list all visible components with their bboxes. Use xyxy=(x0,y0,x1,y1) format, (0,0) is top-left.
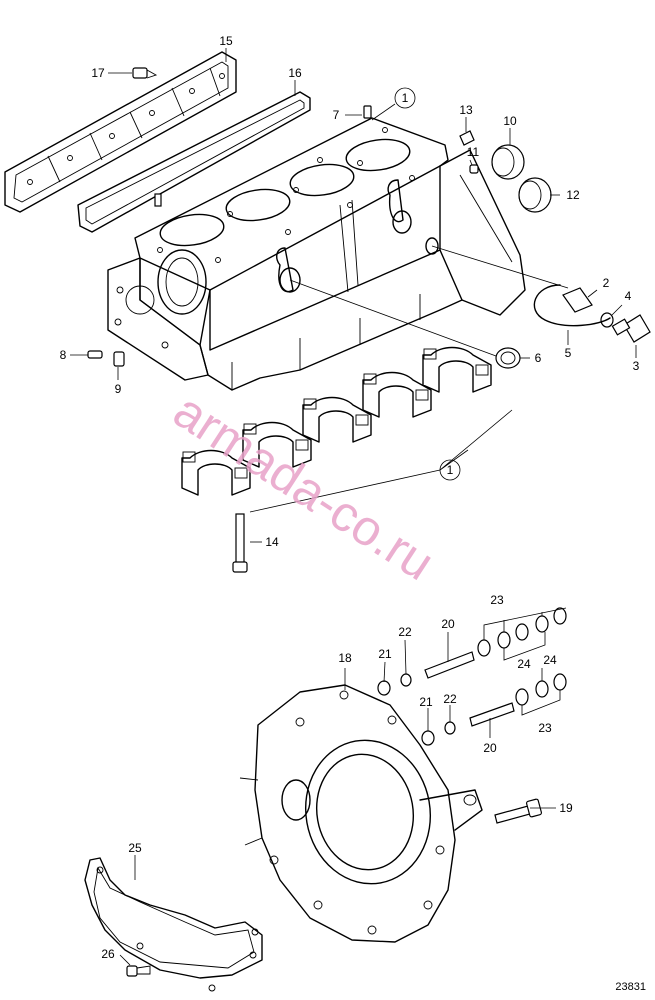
callout-23-lower: 23 xyxy=(538,721,552,735)
callout-4: 4 xyxy=(625,289,632,303)
pin-7 xyxy=(363,105,372,119)
callout-18: 18 xyxy=(338,651,352,665)
gasket-15 xyxy=(4,51,237,213)
lower-stud-set xyxy=(421,668,567,746)
leader-lines xyxy=(70,48,637,966)
callout-7: 7 xyxy=(333,108,340,122)
bearing-cap-4 xyxy=(362,371,432,418)
flywheel-housing-18 xyxy=(239,684,483,943)
callout-6: 6 xyxy=(535,351,542,365)
seal-6 xyxy=(495,347,521,369)
callout-1-circle-bottom xyxy=(439,459,461,481)
callout-9: 9 xyxy=(115,382,122,396)
callout-22-lower: 22 xyxy=(443,692,457,706)
callout-8: 8 xyxy=(60,348,67,362)
callout-17: 17 xyxy=(91,66,105,80)
callout-labels: 15 16 17 7 1 13 10 11 12 2 4 5 3 6 8 9 1… xyxy=(60,34,640,961)
callout-21-lower: 21 xyxy=(419,695,433,709)
wire-5 xyxy=(533,284,611,327)
drain-cock-3 xyxy=(623,314,651,343)
stud-8 xyxy=(87,350,103,359)
plug-11 xyxy=(469,164,479,174)
washer-21-lower xyxy=(421,730,435,746)
callout-13: 13 xyxy=(459,103,473,117)
pin-13 xyxy=(459,130,475,146)
callout-10: 10 xyxy=(503,114,517,128)
callout-19: 19 xyxy=(559,801,573,815)
callout-24-b: 24 xyxy=(543,653,557,667)
upper-stud-set xyxy=(377,607,567,696)
bearing-cap-3 xyxy=(302,396,372,443)
callout-21-upper: 21 xyxy=(378,647,392,661)
watermark: armada-co.ru xyxy=(164,382,444,591)
washer-21-upper xyxy=(377,680,391,696)
callout-26: 26 xyxy=(101,947,115,961)
gasket-16 xyxy=(77,91,311,233)
callout-22-upper: 22 xyxy=(398,625,412,639)
callout-20-upper: 20 xyxy=(441,617,455,631)
callout-14: 14 xyxy=(265,535,279,549)
callout-20-lower: 20 xyxy=(483,741,497,755)
callout-5: 5 xyxy=(565,346,572,360)
bolt-26 xyxy=(126,965,151,977)
callout-12: 12 xyxy=(566,188,580,202)
reference-number: 23831 xyxy=(615,981,646,993)
callout-1-bottom: 1 xyxy=(447,463,454,477)
plug-9 xyxy=(113,351,125,367)
bearing-cap-5 xyxy=(422,346,492,393)
drain-assembly xyxy=(533,284,651,343)
core-plug-12 xyxy=(518,177,552,213)
callout-15: 15 xyxy=(219,34,233,48)
bolt-17 xyxy=(132,67,158,79)
callout-11: 11 xyxy=(467,145,480,159)
stud-20-lower xyxy=(469,702,515,727)
callout-25: 25 xyxy=(128,841,142,855)
callout-3: 3 xyxy=(633,359,640,373)
callout-1-circle-top xyxy=(394,87,416,109)
cylinder-block-1 xyxy=(107,117,526,391)
callout-24-a: 24 xyxy=(517,657,531,671)
callout-1-top: 1 xyxy=(402,91,409,105)
main-bearing-caps xyxy=(181,346,513,513)
stud-20-upper xyxy=(424,651,475,679)
callout-16: 16 xyxy=(288,66,302,80)
bearing-cap-2 xyxy=(242,421,312,468)
cover-plate-25 xyxy=(84,857,263,992)
bolt-14 xyxy=(232,513,248,573)
washer-22-upper xyxy=(400,673,412,687)
nipple-2 xyxy=(562,287,593,313)
bolt-19 xyxy=(494,798,543,824)
washer-22-lower xyxy=(444,721,456,735)
callout-23-upper: 23 xyxy=(490,593,504,607)
bearing-cap-1 xyxy=(181,449,251,496)
callout-2: 2 xyxy=(603,276,610,290)
core-plug-10 xyxy=(491,144,525,180)
